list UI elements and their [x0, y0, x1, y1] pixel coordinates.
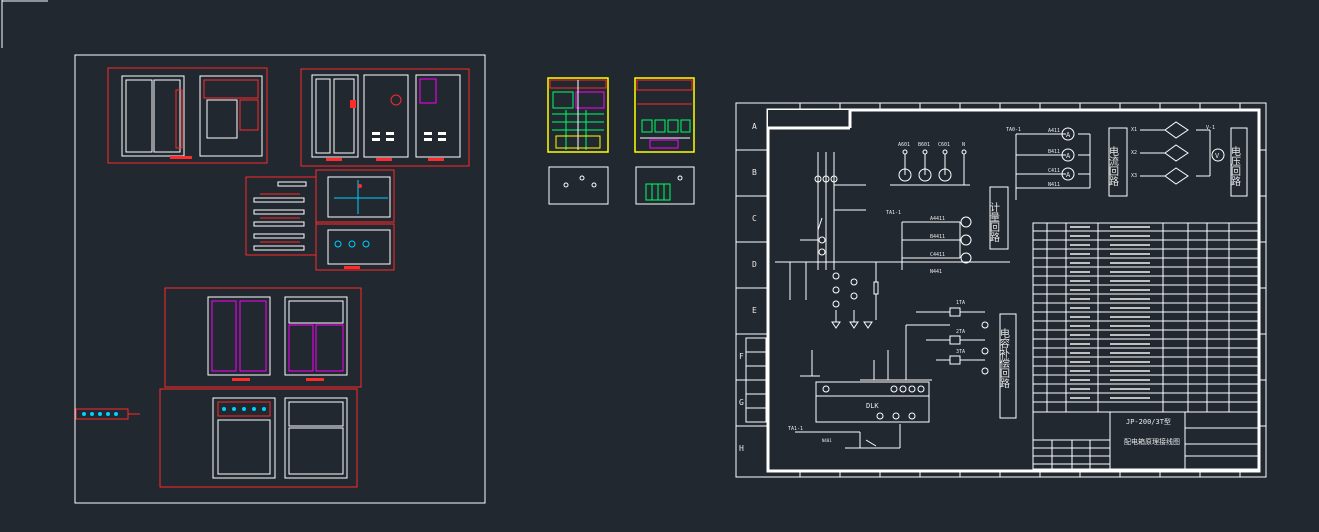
kwh-meter-c-icon [938, 168, 952, 182]
voltage-meter-group: A601 B601 C601 N [890, 142, 970, 186]
tag-ta-mid: TA1-1 [886, 210, 901, 216]
cabinet-side-views [300, 68, 470, 167]
tag-ta-n: N401 [822, 438, 832, 443]
svg-text:A: A [1066, 131, 1071, 139]
compensation-loop-label: 电容补偿回路 [998, 327, 1010, 389]
row-label-a: A [752, 122, 757, 131]
capacitor-switching-circuit: 1TA 2TA 3TA [800, 300, 989, 381]
sheet-cabinet-views[interactable] [74, 54, 486, 504]
voltage-loop-box: 电压回路 [1229, 127, 1248, 197]
tag-ta-bottom: TA1-1 [788, 426, 803, 432]
tag-pt-2: 2TA [956, 329, 965, 335]
panel-layout-2 [634, 77, 695, 153]
metering-loop-label: 计量回路 [988, 201, 1000, 243]
voltmeter-icon [1211, 148, 1225, 162]
voltage-selector: V V-1 X1 X2 X3 [1131, 121, 1225, 185]
sheet-border-left [74, 54, 486, 504]
panel-layout-1 [547, 77, 609, 153]
panel-base-2 [635, 166, 695, 205]
drawing-frame [766, 108, 1261, 473]
svg-text:X1: X1 [1131, 127, 1137, 133]
panel-layouts[interactable] [547, 77, 695, 205]
svg-text:A: A [1066, 152, 1071, 160]
tag-ct-b: B4411 [930, 234, 945, 240]
tag-ta-top: TA0-1 [1006, 127, 1021, 133]
tag-ct-a: A4411 [930, 216, 945, 222]
ammeter-group: A A A TA0-1 A411 B411 C411 N411 [1006, 127, 1091, 200]
component-table [1032, 222, 1259, 413]
row-label-d: D [752, 260, 757, 269]
title-model: JP-200/3T型 [1126, 417, 1171, 426]
row-label-c: C [752, 214, 757, 223]
tag-v-b: B601 [918, 142, 930, 148]
pf-meter-a-icon [960, 216, 972, 228]
terminal-strip-detail [75, 408, 140, 420]
ucs-marker [1, 0, 48, 48]
ammeter-b-icon [1061, 148, 1075, 162]
panel-base-1 [548, 166, 609, 205]
tag-pt-1: 1TA [956, 300, 965, 306]
current-loop-label: 电流回路 [1107, 145, 1119, 187]
tag-meter-a: A411 [1048, 128, 1060, 134]
tag-meter-b: B411 [1048, 149, 1060, 155]
current-loop-box: 电流回路 [1107, 127, 1128, 197]
dlk-controller: DLK [815, 381, 930, 423]
tag-pt-3: 3TA [956, 349, 965, 355]
ammeter-c-icon [1061, 167, 1075, 181]
tag-meter-c: C411 [1048, 168, 1060, 174]
title-block: JP-200/3T型 配电箱原理接线图 [1032, 411, 1259, 470]
row-label-e: E [752, 306, 757, 315]
pf-meter-c-icon [960, 252, 972, 264]
pf-meter-b-icon [960, 234, 972, 246]
bottom-ct-circuit: TA1-1 N401 [788, 424, 901, 449]
tag-v-a: A601 [898, 142, 910, 148]
tag-neutral: N411 [1048, 182, 1060, 188]
svg-text:X3: X3 [1131, 173, 1137, 179]
tag-v-n: N [962, 142, 965, 148]
row-label-f: F [739, 352, 744, 361]
cabinet-plan-views [315, 169, 395, 271]
svg-text:X2: X2 [1131, 150, 1137, 156]
component-detail-list [245, 176, 317, 256]
sheet-border-right [735, 102, 1267, 478]
cabinet-front-views [107, 67, 268, 164]
kwh-meter-a-icon [898, 168, 912, 182]
title-drawing-name: 配电箱原理接线图 [1124, 437, 1180, 446]
tag-ct-n: N441 [930, 269, 942, 275]
kwh-meter-b-icon [918, 168, 932, 182]
cabinet-large-elevations [164, 287, 362, 388]
sheet-schematic[interactable]: A B C D E F G H [735, 102, 1267, 478]
svg-text:V: V [1215, 152, 1220, 160]
tag-ct-c: C4411 [930, 252, 945, 258]
cabinet-meter-door-views [159, 388, 358, 488]
row-label-b: B [752, 168, 757, 177]
row-label-g: G [739, 398, 744, 407]
voltage-loop-label: 电压回路 [1229, 145, 1241, 187]
row-index-column: A B C D E F G H [736, 122, 768, 453]
ct-secondary-circuit: TA1-1 A4411 B4411 C4411 N441 [886, 210, 972, 275]
ammeter-a-icon [1061, 127, 1075, 141]
row-label-h: H [739, 444, 744, 453]
metering-loop-box: 计量回路 [988, 186, 1009, 250]
frame-ticks [799, 103, 1266, 477]
tag-v-c: C601 [938, 142, 950, 148]
svg-text:A: A [1066, 171, 1071, 179]
dlk-label: DLK [866, 402, 879, 410]
compensation-loop-box: 电容补偿回路 [998, 313, 1017, 419]
tag-v-meter: V-1 [1206, 125, 1215, 131]
main-incoming-circuit [775, 152, 1010, 329]
